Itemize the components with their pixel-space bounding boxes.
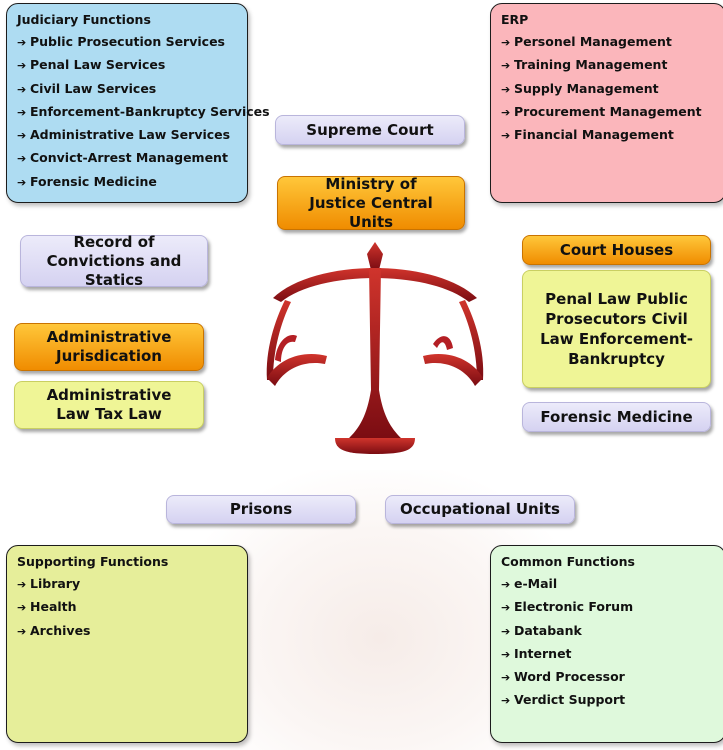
erp-list: ➔Personel Management ➔Training Managemen… bbox=[501, 33, 715, 149]
supreme-court-node: Supreme Court bbox=[275, 115, 465, 145]
list-item: ➔Health bbox=[17, 598, 237, 621]
forensic-medicine-node: Forensic Medicine bbox=[522, 402, 711, 432]
arrow-icon: ➔ bbox=[17, 82, 27, 96]
list-item: ➔Forensic Medicine bbox=[17, 173, 237, 196]
arrow-icon: ➔ bbox=[501, 647, 511, 661]
judiciary-functions-title: Judiciary Functions bbox=[17, 12, 151, 27]
arrow-icon: ➔ bbox=[17, 105, 27, 119]
arrow-icon: ➔ bbox=[501, 694, 511, 708]
arrow-icon: ➔ bbox=[17, 601, 27, 615]
arrow-icon: ➔ bbox=[501, 105, 511, 119]
arrow-icon: ➔ bbox=[17, 152, 27, 166]
arrow-icon: ➔ bbox=[501, 82, 511, 96]
erp-title: ERP bbox=[501, 12, 529, 27]
list-item: ➔Electronic Forum bbox=[501, 598, 715, 621]
common-functions-title: Common Functions bbox=[501, 554, 635, 569]
arrow-icon: ➔ bbox=[501, 578, 511, 591]
scales-of-justice-icon bbox=[266, 242, 484, 454]
arrow-icon: ➔ bbox=[17, 578, 27, 591]
list-item: ➔Training Management bbox=[501, 56, 715, 79]
list-item: ➔Personel Management bbox=[501, 33, 715, 56]
occupational-units-node: Occupational Units bbox=[385, 495, 575, 524]
list-item: ➔Enforcement-Bankruptcy Services bbox=[17, 103, 270, 126]
common-functions-list: ➔e-Mail ➔Electronic Forum ➔Databank ➔Int… bbox=[501, 575, 715, 715]
list-item: ➔Library bbox=[17, 575, 237, 598]
arrow-icon: ➔ bbox=[501, 129, 511, 143]
list-item: ➔Financial Management bbox=[501, 126, 715, 149]
erp-panel: ERP ➔Personel Management ➔Training Manag… bbox=[490, 3, 723, 203]
ministry-central-units-node: Ministry of Justice Central Units bbox=[277, 175, 465, 231]
judiciary-functions-panel: Judiciary Functions ➔Public Prosecution … bbox=[6, 3, 270, 203]
list-item: ➔Procurement Management bbox=[501, 103, 715, 126]
prisons-node: Prisons bbox=[166, 495, 356, 524]
arrow-icon: ➔ bbox=[17, 624, 27, 638]
record-of-convictions-node: Record of Convictions and Statics bbox=[20, 233, 208, 289]
list-item: ➔Word Processor bbox=[501, 668, 715, 691]
list-item: ➔Penal Law Services bbox=[17, 56, 237, 79]
judiciary-functions-list: ➔Public Prosecution Services ➔Penal Law … bbox=[17, 33, 270, 196]
list-item: ➔Civil Law Services bbox=[17, 80, 237, 103]
supporting-functions-title: Supporting Functions bbox=[17, 554, 169, 569]
administrative-jurisdication-node: Administrative Jurisdication bbox=[14, 323, 204, 371]
arrow-icon: ➔ bbox=[501, 601, 511, 615]
arrow-icon: ➔ bbox=[501, 59, 511, 73]
arrow-icon: ➔ bbox=[501, 36, 511, 49]
list-item: ➔Public Prosecution Services bbox=[17, 33, 237, 56]
arrow-icon: ➔ bbox=[501, 671, 511, 685]
list-item: ➔Databank bbox=[501, 622, 715, 645]
list-item: ➔Internet bbox=[501, 645, 715, 668]
arrow-icon: ➔ bbox=[17, 129, 27, 143]
supporting-functions-panel: Supporting Functions ➔Library ➔Health ➔A… bbox=[6, 545, 248, 743]
court-list-node: Penal Law Public Prosecutors Civil Law E… bbox=[522, 270, 711, 388]
list-item: ➔Archives bbox=[17, 622, 237, 645]
arrow-icon: ➔ bbox=[501, 624, 511, 638]
administrative-law-node: Administrative Law Tax Law bbox=[14, 381, 204, 429]
arrow-icon: ➔ bbox=[17, 59, 27, 73]
arrow-icon: ➔ bbox=[17, 36, 27, 49]
list-item: ➔Administrative Law Services bbox=[17, 126, 237, 149]
court-houses-node: Court Houses bbox=[522, 235, 711, 265]
supporting-functions-list: ➔Library ➔Health ➔Archives bbox=[17, 575, 237, 645]
common-functions-panel: Common Functions ➔e-Mail ➔Electronic For… bbox=[490, 545, 723, 743]
arrow-icon: ➔ bbox=[17, 175, 27, 189]
list-item: ➔e-Mail bbox=[501, 575, 715, 598]
list-item: ➔Supply Management bbox=[501, 80, 715, 103]
list-item: ➔Convict-Arrest Management bbox=[17, 149, 237, 172]
list-item: ➔Verdict Support bbox=[501, 691, 715, 714]
